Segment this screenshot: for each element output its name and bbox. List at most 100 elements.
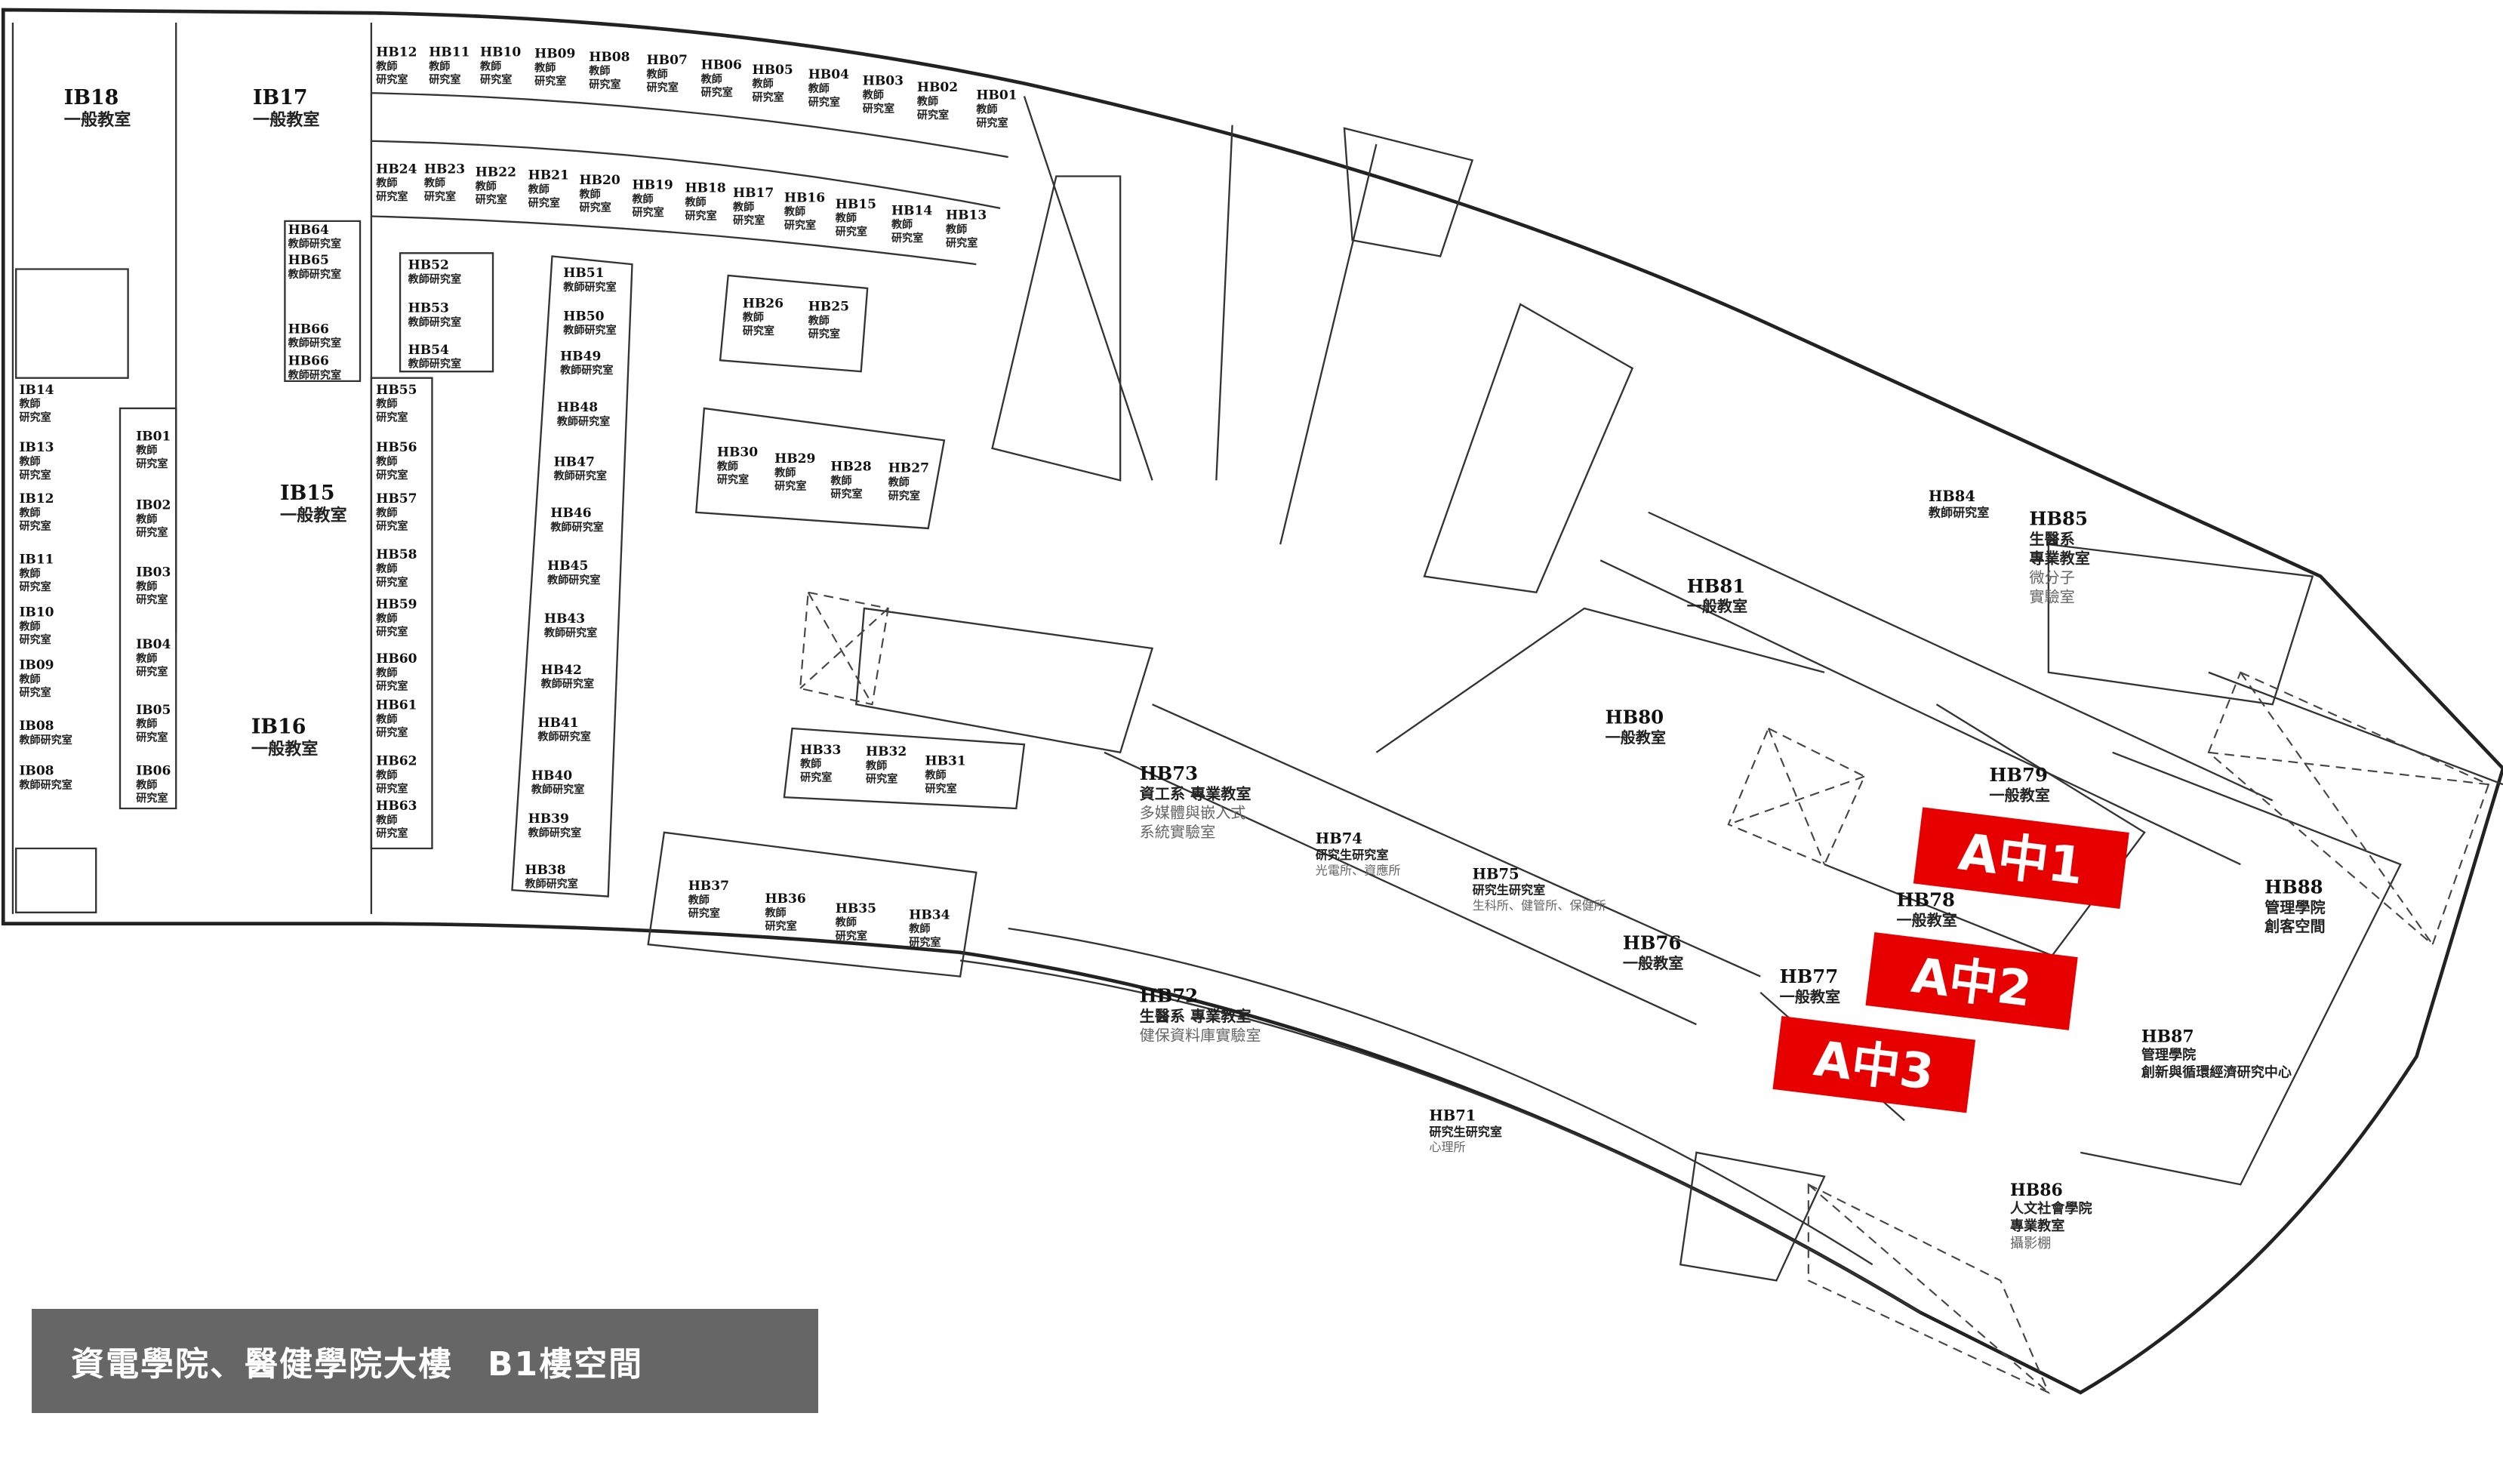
- room-id: IB02: [136, 498, 171, 513]
- room-name: 教師: [835, 916, 857, 929]
- room-id: HB02: [917, 80, 958, 95]
- room-name: 研究室: [688, 907, 720, 920]
- room-id: HB17: [733, 186, 774, 201]
- room-name: 研究室: [376, 827, 408, 840]
- room-name: 研究室: [19, 520, 51, 533]
- room-name: 教師: [588, 65, 610, 78]
- room-name: 教師: [700, 72, 722, 85]
- room-name: 教師研究室: [288, 268, 341, 281]
- room-id: IB11: [19, 553, 54, 568]
- room-id: HB80: [1606, 707, 1664, 728]
- room-name: 研究室: [136, 457, 168, 470]
- room-name: 教師: [375, 506, 397, 519]
- room-name: 專業教室: [2010, 1218, 2064, 1234]
- room-name: 研究室: [765, 920, 796, 933]
- room-name: 一般教室: [1989, 786, 2050, 804]
- room-id: HB72: [1140, 985, 1199, 1007]
- room-name: 教師: [375, 769, 397, 782]
- tag-1: A中1: [1913, 807, 2129, 910]
- room-name: 教師: [18, 455, 40, 468]
- room-name: 教師研究室: [546, 574, 600, 587]
- room-name: 研究室: [589, 78, 620, 91]
- room-name: 研究室: [19, 633, 51, 646]
- room-id: HB11: [429, 45, 470, 60]
- room-id: IB15: [280, 482, 335, 505]
- room-name: 一般教室: [1687, 597, 1748, 615]
- room-id: HB53: [408, 301, 449, 316]
- room-id: HB55: [376, 383, 417, 398]
- room-name: 教師: [135, 513, 157, 525]
- room-id: HB07: [647, 53, 688, 68]
- room-name: 教師: [742, 311, 764, 324]
- room-name: 研究室: [376, 190, 408, 203]
- room-name: 教師: [784, 205, 805, 218]
- room-id: HB65: [288, 253, 329, 268]
- room-name: 生醫系: [2029, 530, 2074, 548]
- room-id: HB75: [1473, 865, 1519, 882]
- room-name: 教師: [375, 398, 397, 411]
- room-id: HB47: [554, 454, 595, 470]
- room-id: HB35: [836, 901, 876, 916]
- room-name: 研究室: [946, 236, 977, 249]
- room-name: 研究室: [376, 520, 408, 533]
- room-name: 研究室: [632, 206, 663, 219]
- room-id: IB04: [136, 637, 171, 652]
- room-name: 教師: [534, 61, 556, 74]
- room-id: HB40: [531, 768, 572, 784]
- floor-title-banner: 資電學院、醫健學院大樓 B1樓空間: [32, 1309, 818, 1413]
- room-name: 一般教室: [280, 506, 347, 525]
- room-id: HB77: [1780, 965, 1839, 987]
- room-id: HB31: [925, 754, 965, 769]
- room-name: 研究室: [376, 73, 408, 86]
- room-id: HB12: [376, 45, 417, 60]
- room-name: 教師: [716, 460, 738, 473]
- room-name: 教師: [375, 612, 397, 625]
- room-name: 研究室: [19, 580, 51, 593]
- room-id: HB45: [547, 559, 588, 574]
- room-name: 教師: [375, 814, 397, 827]
- room-name: 研究室: [376, 626, 408, 639]
- room-id: HB29: [774, 451, 815, 466]
- room-name: 研究室: [136, 526, 168, 539]
- room-name: 研究室: [647, 82, 679, 94]
- stairs: [855, 127, 1826, 1282]
- room-id: HB24: [376, 162, 417, 177]
- floor-title: 資電學院、醫健學院大樓 B1樓空間: [71, 1345, 644, 1384]
- room-id: HB10: [480, 45, 521, 60]
- room-name: 一般教室: [1623, 954, 1684, 972]
- room-id: HB51: [563, 266, 604, 281]
- room-name: 管理學院: [2141, 1046, 2196, 1063]
- room-name: 研究生研究室: [1316, 848, 1389, 862]
- room-id: HB25: [808, 300, 849, 315]
- room-name: 教師: [375, 60, 397, 72]
- room-id: HB23: [424, 162, 465, 177]
- room-id: HB19: [632, 177, 673, 192]
- room-id: IB06: [136, 763, 171, 778]
- room-name: 教師研究室: [408, 358, 461, 371]
- room-name: 研究室: [917, 109, 949, 122]
- room-name: 教師: [135, 444, 157, 457]
